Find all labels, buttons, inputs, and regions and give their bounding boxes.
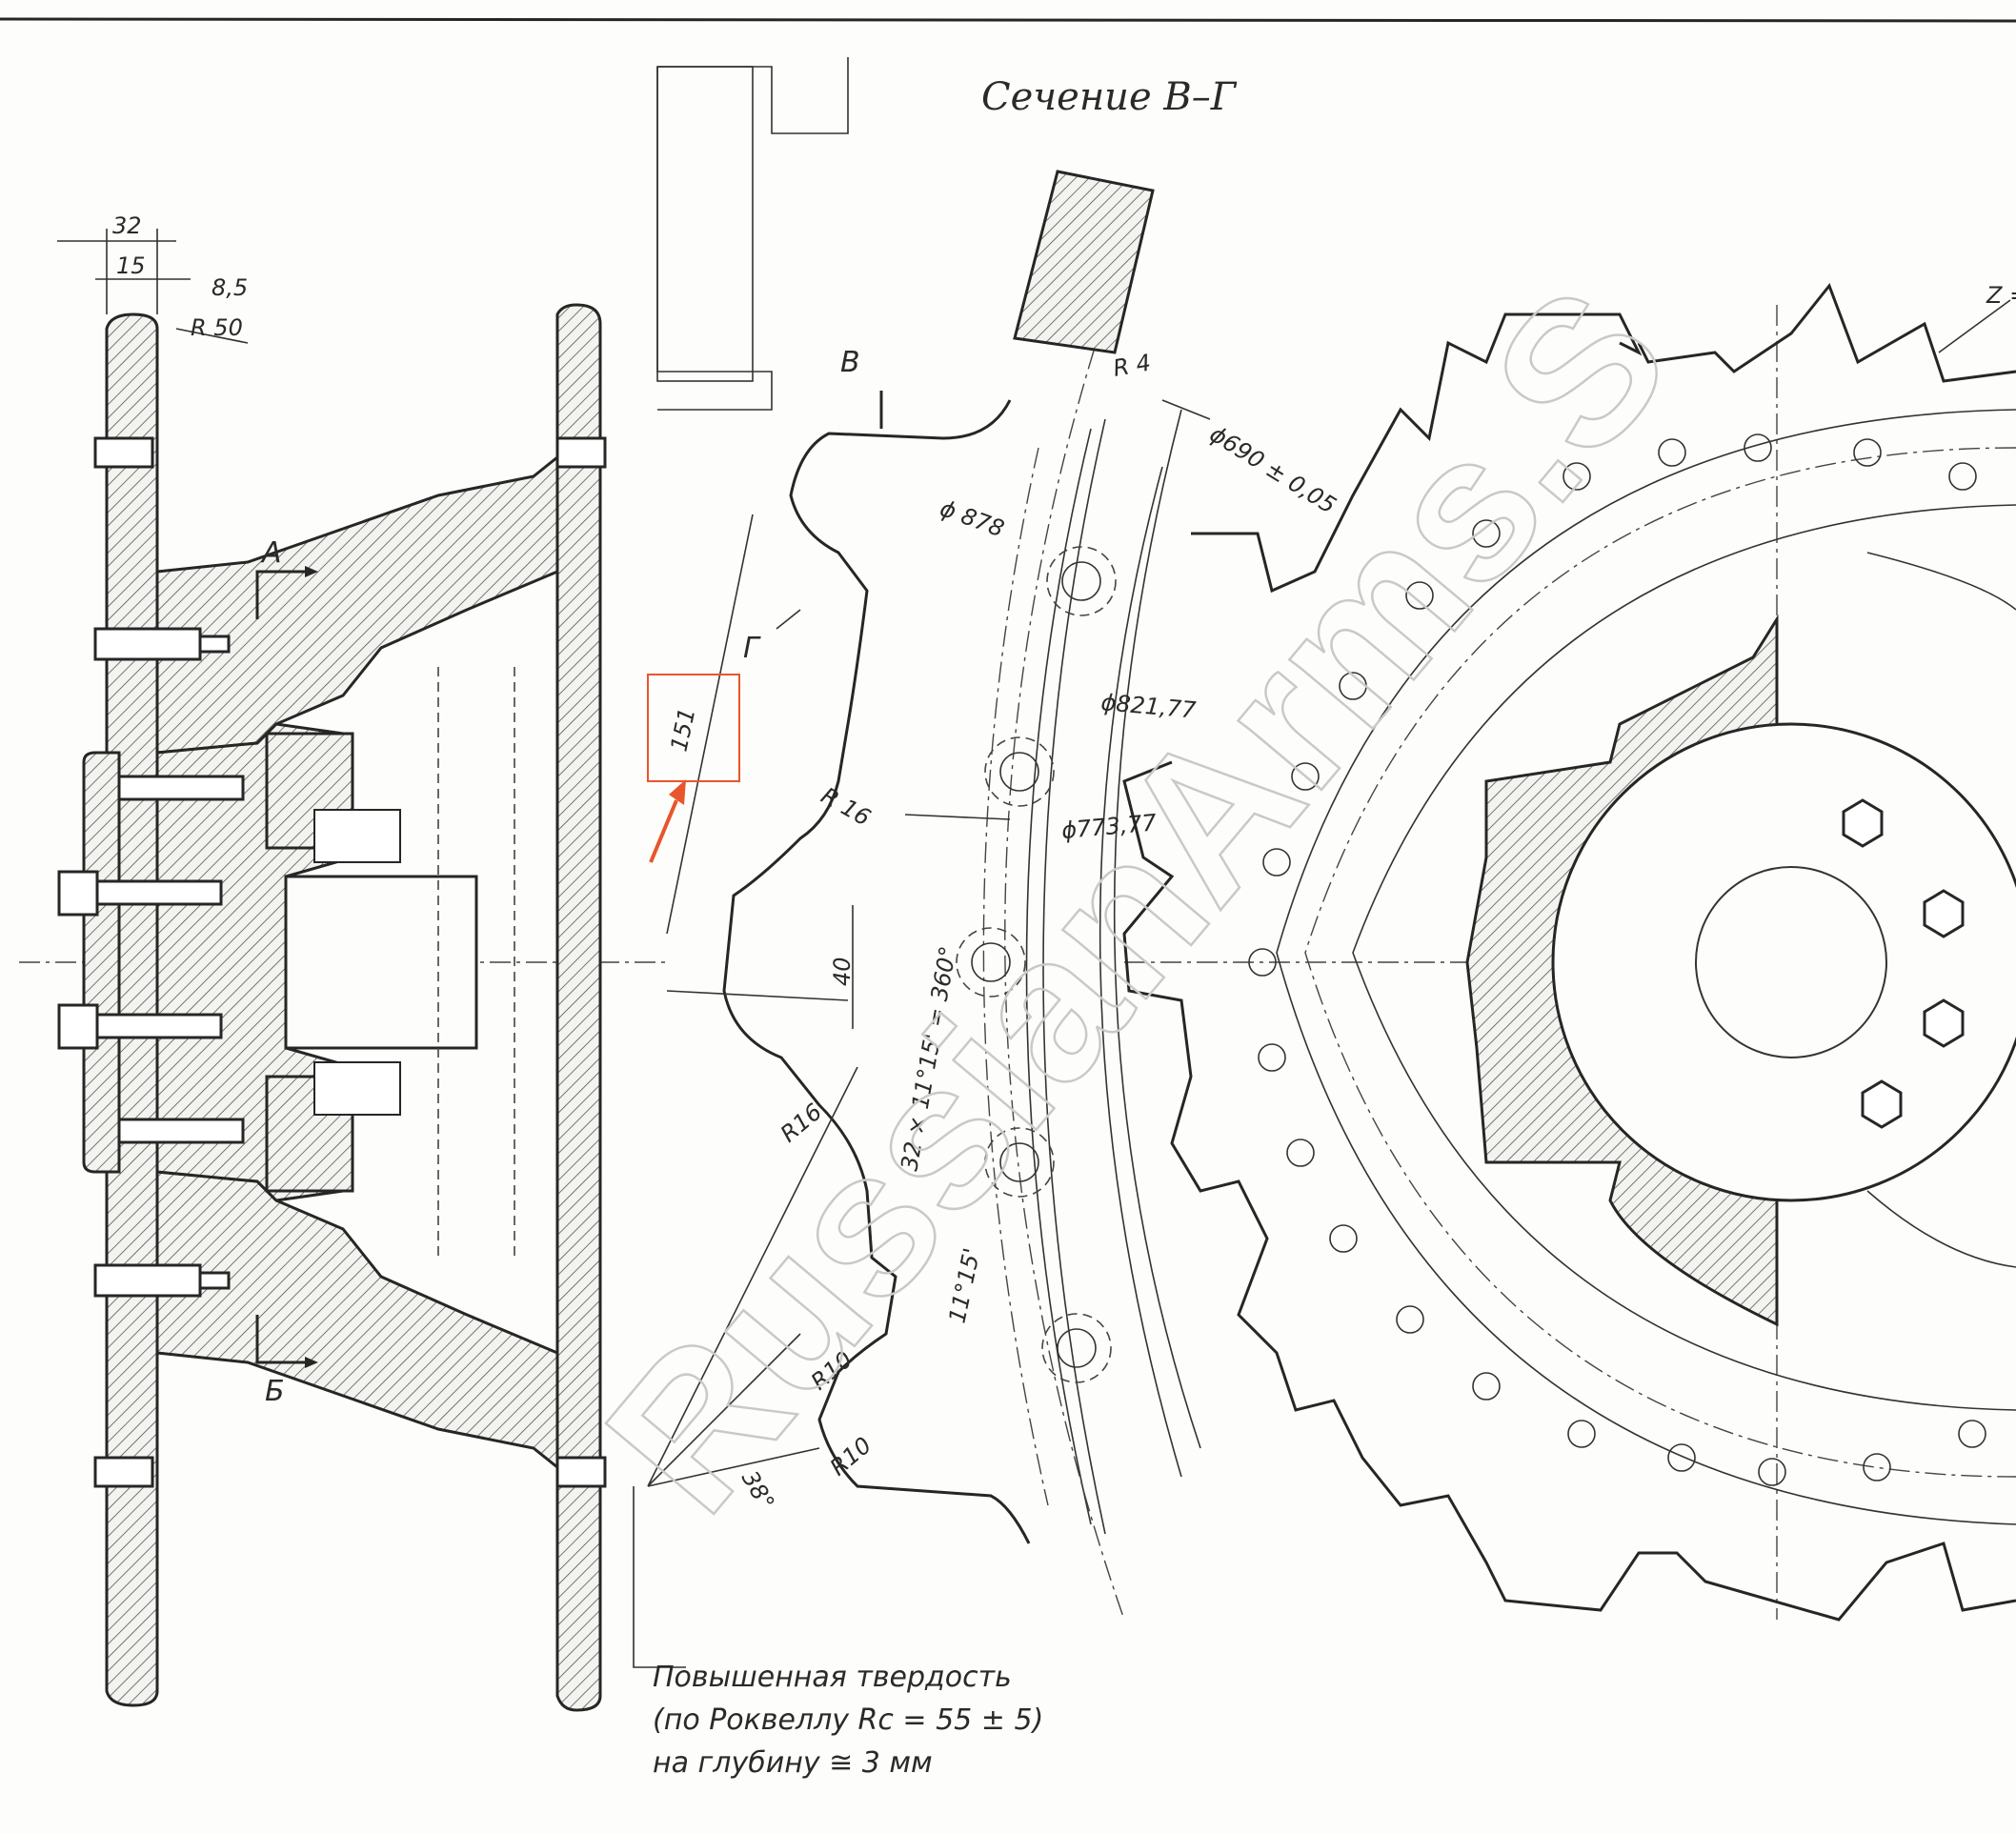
note-line-1: Повышенная твердость [653,1661,1012,1694]
highlight-arrow [649,799,678,863]
bolt-circle-heads [1248,433,1986,1486]
sheet-border-top [0,17,2016,23]
highlight-box [647,674,740,782]
section-letter-g: Г [743,632,761,665]
dim-r4: R 4 [1111,349,1153,381]
dim-8-5: 8,5 [212,274,248,301]
dim-r50: R 50 [191,314,243,341]
hardness-note: Повышенная твердость (по Роквеллу Rc = 5… [653,1661,1043,1780]
dim-40: 40 [829,957,856,986]
section-letter-v: В [840,346,860,379]
dim-151: 151 [665,706,700,755]
dim-r16-top: R 16 [816,782,875,832]
dim-878: ϕ 878 [937,494,1008,542]
z-label: Z = [1986,282,2016,309]
sprocket-front-view: Z = [1122,282,2016,1622]
section-letter-a: А [260,536,282,570]
dim-32: 32 [112,212,142,239]
left-dimensions: 32 15 8,5 R 50 А Б [57,212,285,1408]
hub-longitudinal-section [19,57,849,1712]
bolt-holes [956,546,1117,1383]
dim-15: 15 [116,252,146,279]
note-line-2: (по Роквеллу Rc = 55 ± 5) [653,1703,1043,1737]
note-line-3: на глубину ≅ 3 мм [653,1746,933,1780]
section-letter-b: Б [265,1375,285,1408]
section-title: Сечение В–Г [981,75,1238,119]
hex-nuts [1842,798,1965,1129]
